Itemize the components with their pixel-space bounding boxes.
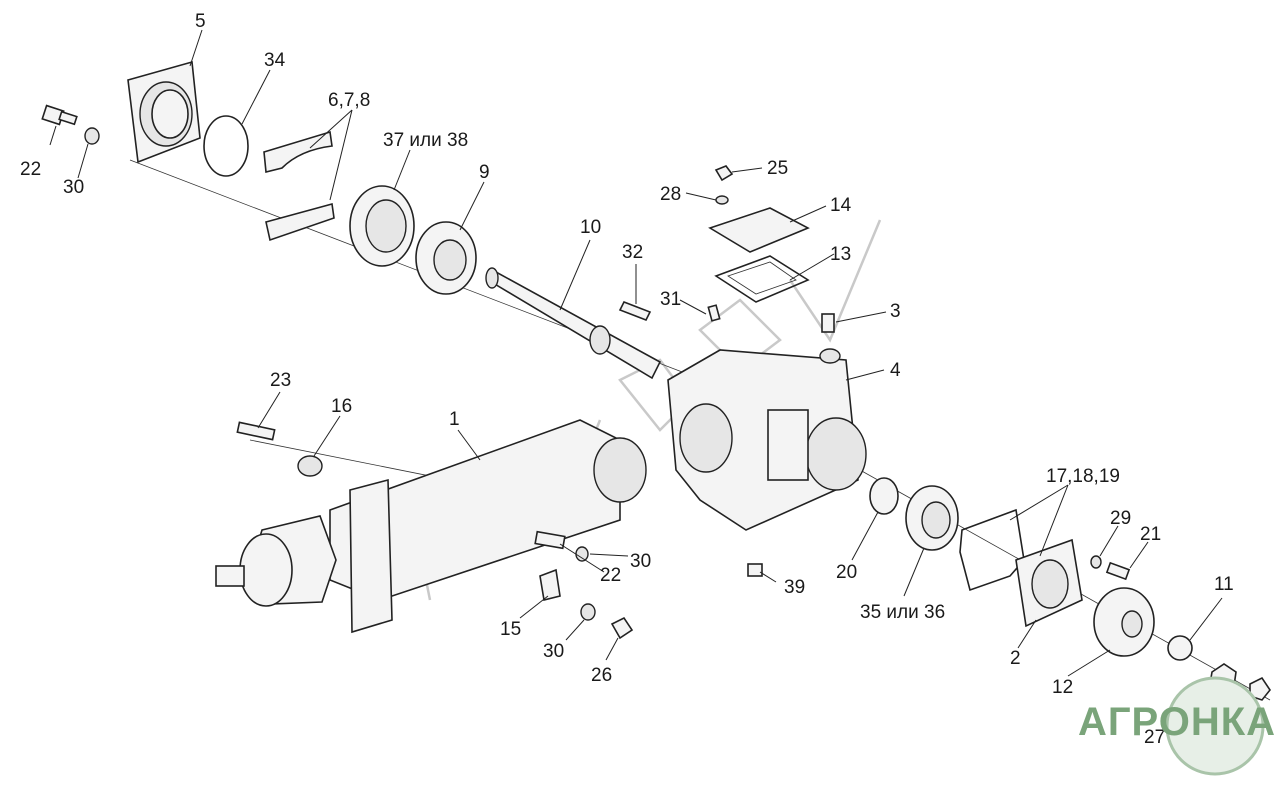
- label-28: 28: [660, 184, 681, 205]
- label-22-top: 22: [20, 159, 41, 180]
- key-part: [618, 300, 652, 322]
- label-11: 11: [1214, 574, 1234, 595]
- label-10: 10: [580, 217, 601, 238]
- right-bearing-part: [905, 485, 959, 551]
- clip-washer-nut: [539, 568, 634, 640]
- label-9: 9: [479, 162, 490, 183]
- label-3: 3: [890, 301, 901, 322]
- label-39: 39: [784, 577, 805, 598]
- frame-tube-part: [329, 419, 647, 634]
- label-5: 5: [195, 11, 206, 32]
- label-16: 16: [331, 396, 352, 417]
- part-number-labels: 5 34 6,7,8 37 или 38 9 22 30 25 28 14 10…: [20, 11, 1234, 770]
- gear-housing-part: [667, 348, 867, 531]
- label-32: 32: [622, 242, 643, 263]
- o-ring-part: [203, 115, 249, 177]
- right-hub-part: [1093, 587, 1155, 657]
- label-13: 13: [830, 244, 851, 265]
- right-gaskets: [959, 508, 1025, 592]
- label-17-18-19: 17,18,19: [1046, 466, 1120, 487]
- logo-circle: [1165, 676, 1265, 776]
- label-22-mid: 22: [600, 565, 621, 586]
- label-37-or-38: 37 или 38: [383, 130, 468, 151]
- label-35-or-36: 35 или 36: [860, 602, 945, 623]
- shaft-part: [485, 267, 662, 380]
- left-hub-part: [215, 515, 337, 607]
- right-flange-part: [1015, 538, 1083, 628]
- label-29: 29: [1110, 508, 1131, 529]
- flange-plate-part: [127, 60, 201, 164]
- label-2: 2: [1010, 648, 1021, 669]
- bolt-and-washer-left: [236, 421, 323, 477]
- shim-parts: [263, 130, 335, 242]
- label-30-low: 30: [543, 641, 564, 662]
- label-15: 15: [500, 619, 521, 640]
- label-21: 21: [1140, 524, 1161, 545]
- label-30-top: 30: [63, 177, 84, 198]
- label-25: 25: [767, 158, 788, 179]
- label-12: 12: [1052, 677, 1073, 698]
- bearing-part: [349, 185, 415, 267]
- label-34: 34: [264, 50, 286, 71]
- small-fasteners: [707, 165, 835, 333]
- sleeve-part: [747, 563, 763, 577]
- logo-text: АГРОНКА: [1077, 700, 1276, 744]
- label-27: 27: [1144, 727, 1165, 748]
- label-20: 20: [836, 562, 857, 583]
- label-6-7-8: 6,7,8: [328, 90, 370, 111]
- ring-part: [869, 477, 899, 515]
- label-1: 1: [449, 409, 460, 430]
- label-4: 4: [890, 360, 901, 381]
- cover-and-gasket: [708, 207, 810, 303]
- seal-part: [415, 221, 477, 295]
- label-14: 14: [830, 195, 852, 216]
- label-23: 23: [270, 370, 291, 391]
- label-31: 31: [660, 289, 681, 310]
- brand-logo: АГРОНКА: [1077, 666, 1277, 776]
- label-26: 26: [591, 665, 612, 686]
- leader-lines: [49, 29, 1251, 749]
- bolt-and-washer-top-left: [41, 104, 100, 145]
- label-30-mid: 30: [630, 551, 651, 572]
- bolt-and-washer-middle: [534, 530, 589, 562]
